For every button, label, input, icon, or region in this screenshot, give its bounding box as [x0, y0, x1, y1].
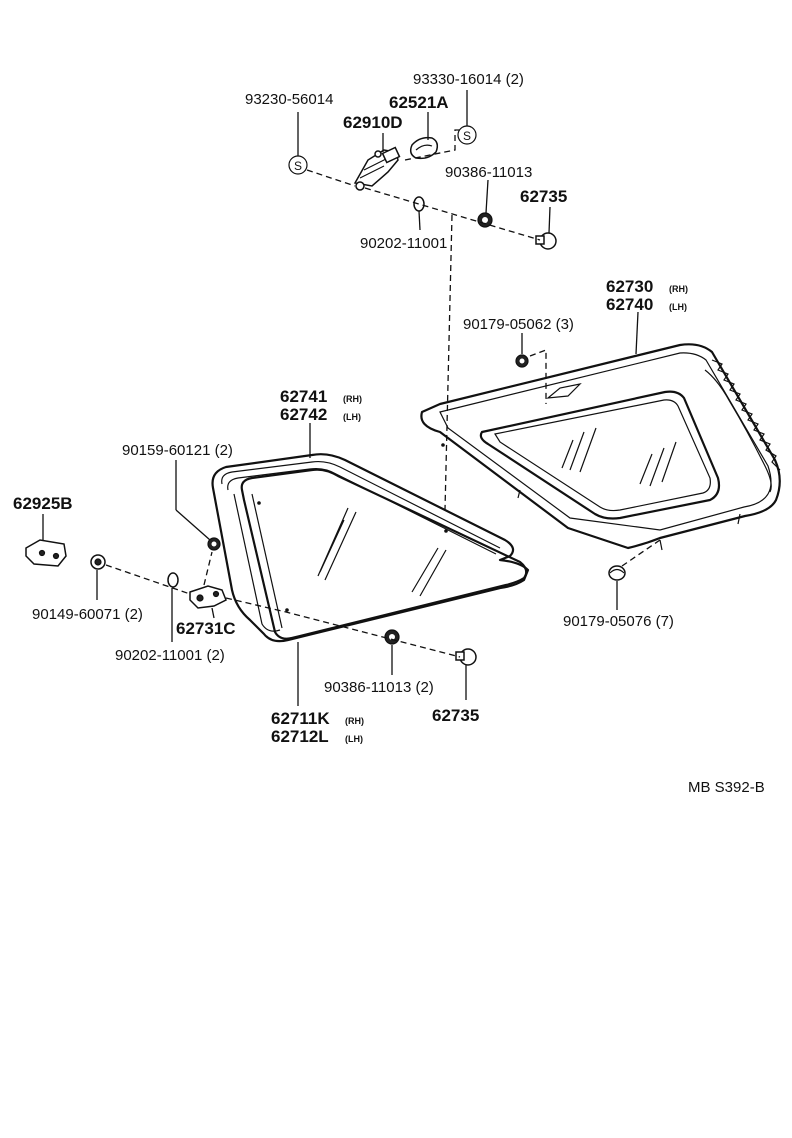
label-62521A: 62521A [389, 93, 449, 112]
label-62731C: 62731C [176, 619, 236, 638]
svg-text:S: S [463, 129, 471, 143]
label-90202-11001-bottom: 90202-11001 (2) [115, 647, 225, 664]
label-90179-05062: 90179-05062 (3) [463, 316, 574, 333]
cap-bottom [455, 648, 477, 666]
nut-bottom [384, 629, 400, 645]
washer-bottom [167, 572, 179, 588]
svg-text:62730: 62730 [606, 277, 653, 296]
label-62730-rh: 62730 (RH) [606, 277, 688, 296]
cap-top [535, 232, 557, 250]
label-62910D: 62910D [343, 113, 403, 132]
svg-text:(RH): (RH) [345, 716, 364, 726]
label-62742-lh: 62742 (LH) [280, 405, 361, 424]
hinge-62731C [189, 585, 227, 609]
svg-text:62740: 62740 [606, 295, 653, 314]
label-90149-60071: 90149-60071 (2) [32, 606, 143, 623]
label-90386-11013-bottom: 90386-11013 (2) [324, 679, 434, 696]
nut-90149 [90, 554, 106, 570]
svg-text:(LH): (LH) [345, 734, 363, 744]
screw-symbol-right: S [457, 125, 477, 145]
top-hinge-assembly: S S [288, 90, 557, 511]
label-90159-60121: 90159-60121 (2) [122, 442, 233, 459]
svg-text:(RH): (RH) [669, 284, 688, 294]
nut-top [477, 212, 493, 228]
bracket-62925B [25, 514, 67, 567]
label-93330-16014: 93330-16014 (2) [413, 71, 524, 88]
svg-text:62712L: 62712L [271, 727, 329, 746]
label-62735-top: 62735 [520, 187, 567, 206]
svg-text:62711K: 62711K [271, 709, 330, 728]
clip-90179-05076 [608, 565, 626, 581]
label-62925B: 62925B [13, 494, 73, 513]
screw-symbol-left: S [288, 155, 308, 175]
hinge-cover-62521A [409, 136, 439, 160]
clip-90179-05062 [515, 354, 529, 368]
diagram-code: MB S392-B [688, 779, 765, 796]
label-90202-11001-top: 90202-11001 [360, 235, 447, 252]
svg-text:62741: 62741 [280, 387, 327, 406]
label-62712L-lh: 62712L (LH) [271, 727, 363, 746]
hinge-62910D [353, 146, 401, 191]
labels: 93230-56014 93330-16014 (2) 62521A 62910… [13, 71, 765, 796]
label-93230-56014: 93230-56014 [245, 91, 333, 108]
label-90386-11013-top: 90386-11013 [445, 164, 532, 181]
clip-90159 [207, 537, 221, 551]
right-quarter-window [420, 311, 781, 610]
label-62740-lh: 62740 (LH) [606, 295, 687, 314]
svg-text:(RH): (RH) [343, 394, 362, 404]
svg-text:S: S [294, 159, 302, 173]
label-62735-bottom: 62735 [432, 706, 479, 725]
label-62711K-rh: 62711K (RH) [271, 709, 364, 728]
svg-text:(LH): (LH) [669, 302, 687, 312]
left-quarter-window [90, 423, 530, 706]
washer-top [413, 196, 425, 212]
label-62741-rh: 62741 (RH) [280, 387, 362, 406]
label-90179-05076: 90179-05076 (7) [563, 613, 674, 630]
svg-text:62742: 62742 [280, 405, 327, 424]
svg-text:(LH): (LH) [343, 412, 361, 422]
